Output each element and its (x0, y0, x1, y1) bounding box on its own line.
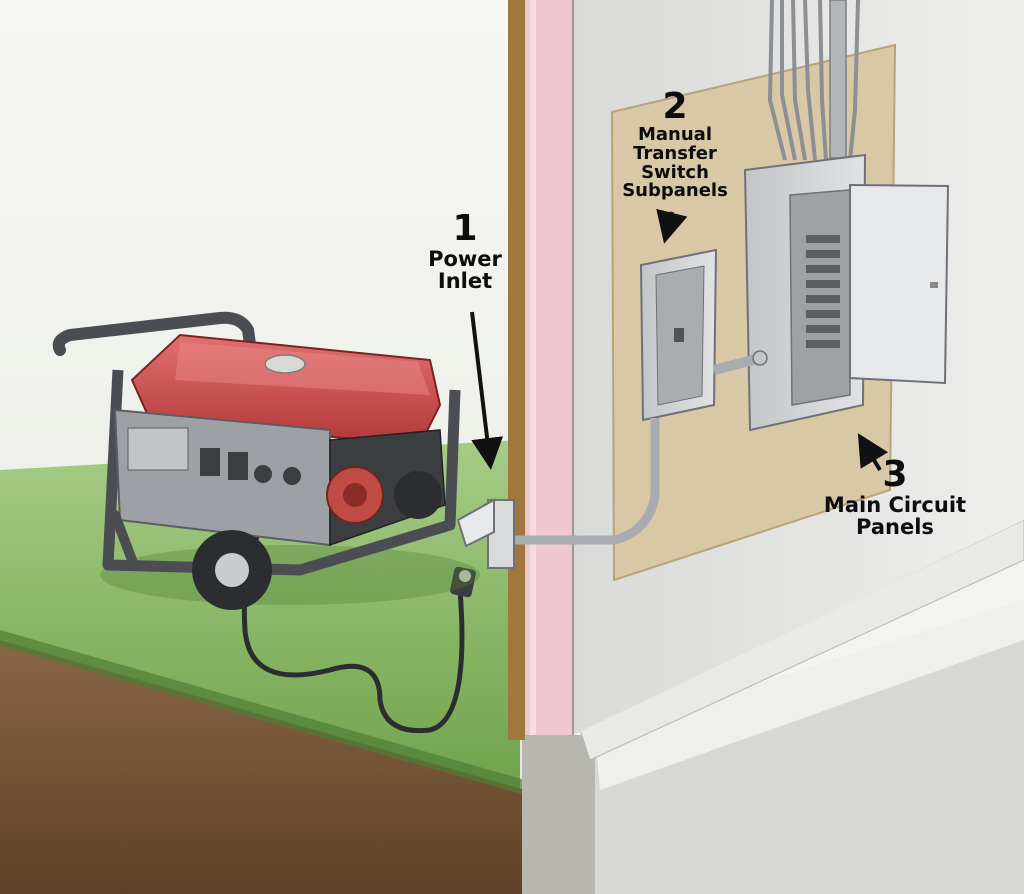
label-line: Power (428, 246, 502, 271)
cord-plug (450, 566, 476, 598)
transfer-switch-label: 2 Manual Transfer Switch Subpanels (600, 88, 750, 201)
soil-section (0, 640, 525, 894)
portable-generator (52, 311, 480, 610)
transfer-switch-subpanel (639, 248, 718, 422)
transfer-switch-arrow (656, 208, 688, 244)
inlet-conduit (510, 418, 660, 545)
breaker-rows (806, 235, 840, 348)
label-line: Main Circuit (823, 492, 967, 517)
power-inlet-box (456, 498, 515, 569)
floor-slab-edge (595, 600, 1024, 790)
service-conduit (829, 0, 847, 159)
foundation-wall (522, 735, 595, 894)
label-line: Transfer (633, 142, 717, 164)
main-panels-label: 3 Main Circuit Panels (790, 456, 1000, 538)
grass-edge (0, 630, 525, 795)
label-number: 2 (662, 86, 688, 127)
label-line: Inlet (437, 268, 493, 293)
main-panel-arrow (857, 433, 889, 472)
door-latch (930, 282, 938, 288)
siding (508, 0, 525, 740)
power-inlet-label: 1 Power Inlet (400, 210, 530, 292)
label-line: Manual (637, 123, 712, 145)
label-line: Subpanels (622, 180, 728, 202)
power-inlet-arrow (470, 311, 504, 470)
label-line: Switch (641, 161, 709, 183)
panel-door (849, 183, 950, 385)
grass-lawn (0, 440, 520, 800)
label-number: 3 (882, 454, 908, 495)
service-cables (767, 0, 860, 161)
main-circuit-panel (743, 153, 950, 432)
label-line: Panels (856, 514, 934, 539)
panel-link-conduit (712, 353, 762, 375)
label-number: 1 (452, 208, 478, 249)
